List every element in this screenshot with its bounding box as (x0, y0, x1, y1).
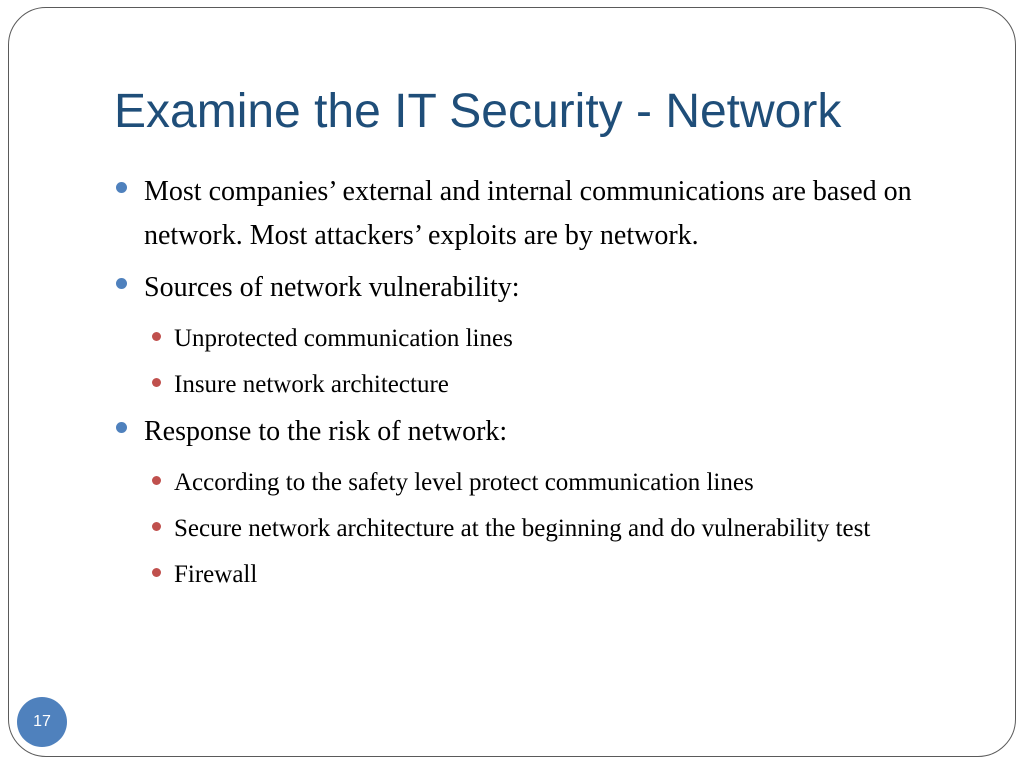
slide-frame (8, 7, 1016, 757)
sub-bullet-text: According to the safety level protect co… (174, 469, 754, 496)
bullet-text: Most companies’ external and internal co… (144, 176, 912, 251)
bullet-dot-icon (116, 422, 127, 433)
sub-bullet-text: Insure network architecture (174, 371, 449, 398)
page-number-badge: 17 (17, 697, 67, 747)
bullet-dot-icon (116, 182, 127, 193)
sub-bullet-item: According to the safety level protect co… (114, 462, 964, 504)
sub-bullet-text: Unprotected communication lines (174, 325, 513, 352)
sub-bullet-item: Secure network architecture at the begin… (114, 508, 964, 550)
sub-bullet-dot-icon (152, 378, 161, 387)
sub-bullet-item: Insure network architecture (114, 364, 964, 406)
sub-bullet-text: Secure network architecture at the begin… (174, 515, 871, 542)
sub-bullet-item: Firewall (114, 554, 964, 596)
bullet-item: Response to the risk of network: (114, 410, 964, 454)
bullet-text: Sources of network vulnerability: (144, 272, 520, 303)
sub-bullet-dot-icon (152, 332, 161, 341)
bullet-item: Most companies’ external and internal co… (114, 170, 964, 258)
sub-bullet-dot-icon (152, 522, 161, 531)
sub-bullet-text: Firewall (174, 561, 258, 588)
sub-bullet-dot-icon (152, 476, 161, 485)
bullet-dot-icon (116, 278, 127, 289)
sub-bullet-item: Unprotected communication lines (114, 318, 964, 360)
slide-title: Examine the IT Security - Network (114, 85, 842, 138)
bullet-item: Sources of network vulnerability: (114, 266, 964, 310)
sub-bullet-dot-icon (152, 568, 161, 577)
slide-content: Most companies’ external and internal co… (114, 170, 964, 600)
bullet-text: Response to the risk of network: (144, 416, 508, 447)
